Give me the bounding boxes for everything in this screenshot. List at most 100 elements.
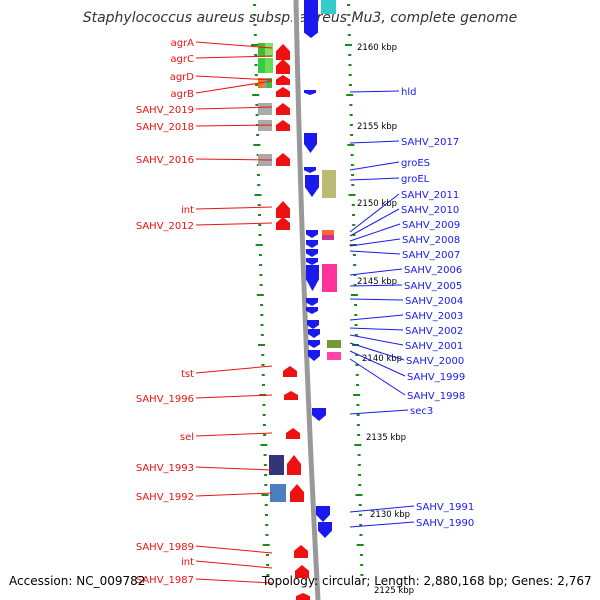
scale-tick-right <box>357 464 361 466</box>
gene-label-leader <box>195 545 273 554</box>
reverse-gene-arrow <box>306 240 318 248</box>
gene-label-int: int <box>181 557 194 568</box>
scale-tick-left <box>262 544 270 546</box>
feature-box <box>263 78 267 88</box>
scale-tick-right <box>359 534 363 536</box>
gene-label-SAHV_2012: SAHV_2012 <box>136 221 194 232</box>
gene-label-SAHV_2019: SAHV_2019 <box>136 105 194 116</box>
forward-gene-arrow <box>287 455 301 475</box>
gene-label-leader <box>195 75 273 81</box>
reverse-gene-arrow <box>304 90 316 95</box>
scale-tick-right <box>354 324 358 326</box>
scale-tick-left <box>257 214 261 216</box>
feature-box <box>327 340 341 348</box>
gene-label-leader <box>349 268 403 276</box>
gene-label-leader <box>195 365 273 374</box>
forward-gene-arrow <box>295 565 309 578</box>
scale-tick-right <box>355 354 359 356</box>
scale-tick-right <box>349 104 353 106</box>
gene-label-SAHV_1998: SAHV_1998 <box>407 391 465 402</box>
gene-label-sel: sel <box>180 432 194 443</box>
scale-tick-left <box>254 194 262 196</box>
reverse-gene-arrow <box>304 133 317 153</box>
reverse-gene-arrow <box>306 230 318 238</box>
forward-gene-arrow <box>276 103 290 115</box>
gene-label-leader <box>349 298 404 301</box>
scale-tick-left <box>255 104 259 106</box>
gene-label-agrB: agrB <box>171 89 195 100</box>
scale-tick-left <box>258 254 262 256</box>
scale-tick-left <box>266 564 270 566</box>
forward-gene-arrow <box>296 593 310 600</box>
scale-tick-left <box>253 34 257 36</box>
scale-tick-right <box>354 314 358 316</box>
gene-label-SAHV_2000: SAHV_2000 <box>406 356 464 367</box>
scale-tick-left <box>261 384 265 386</box>
scale-tick-left <box>257 174 261 176</box>
scale-tick-left <box>256 294 264 296</box>
scale-kbp-label: 2130 kbp <box>370 510 410 520</box>
scale-tick-right <box>355 364 359 366</box>
reverse-gene-arrow <box>306 307 318 314</box>
forward-gene-arrow <box>284 391 298 400</box>
gene-label-leader <box>349 350 406 377</box>
scale-tick-left <box>261 494 269 496</box>
gene-label-SAHV_2007: SAHV_2007 <box>402 250 460 261</box>
reverse-gene-arrow <box>308 350 320 361</box>
feature-box <box>270 484 286 502</box>
gene-label-leader <box>349 161 400 171</box>
scale-tick-left <box>256 134 260 136</box>
scale-tick-left <box>261 374 265 376</box>
scale-tick-left <box>259 264 263 266</box>
gene-label-sec3: sec3 <box>410 406 433 417</box>
scale-kbp-label: 2125 kbp <box>374 586 414 596</box>
gene-label-SAHV_1990: SAHV_1990 <box>416 518 474 529</box>
reverse-gene-arrow <box>306 265 319 291</box>
scale-tick-right <box>352 254 356 256</box>
gene-label-SAHV_2006: SAHV_2006 <box>404 265 462 276</box>
scale-tick-right <box>353 394 361 396</box>
gene-label-SAHV_1987: SAHV_1987 <box>136 575 194 586</box>
scale-tick-left <box>263 434 267 436</box>
scale-tick-left <box>265 534 269 536</box>
gene-label-leader <box>195 55 273 59</box>
gene-label-SAHV_1996: SAHV_1996 <box>136 394 194 405</box>
forward-gene-arrow <box>294 545 308 558</box>
scale-tick-right <box>355 384 359 386</box>
scale-tick-right <box>356 404 360 406</box>
scale-tick-left <box>264 514 268 516</box>
scale-tick-left <box>258 344 266 346</box>
scale-kbp-label: 2160 kbp <box>357 43 397 53</box>
scale-tick-left <box>253 144 261 146</box>
scale-tick-right <box>360 564 364 566</box>
scale-tick-left <box>260 314 264 316</box>
scale-tick-right <box>357 454 361 456</box>
reverse-gene-block <box>304 0 318 30</box>
scale-tick-left <box>260 324 264 326</box>
gene-label-leader <box>195 578 273 584</box>
scale-tick-left <box>264 474 268 476</box>
scale-tick-left <box>263 454 267 456</box>
gene-label-SAHV_2003: SAHV_2003 <box>405 311 463 322</box>
scale-tick-right <box>351 184 355 186</box>
scale-tick-right <box>357 434 361 436</box>
scale-tick-right <box>352 234 356 236</box>
scale-tick-right <box>354 444 362 446</box>
scale-tick-right <box>348 194 356 196</box>
gene-label-leader <box>349 314 404 321</box>
forward-gene-arrow <box>283 366 297 377</box>
scale-tick-left <box>253 4 257 6</box>
reverse-gene-arrow <box>306 249 318 257</box>
reverse-gene-arrow <box>306 258 318 265</box>
feature-box <box>322 235 334 240</box>
gene-label-leader <box>349 177 400 181</box>
reverse-gene-arrow <box>308 340 320 348</box>
gene-label-leader <box>349 358 406 396</box>
reverse-gene-arrow <box>318 522 332 538</box>
genome-backbone <box>293 0 321 600</box>
scale-tick-left <box>253 14 257 16</box>
feature-box <box>265 58 273 73</box>
scale-tick-right <box>350 134 354 136</box>
scale-tick-right <box>348 84 352 86</box>
